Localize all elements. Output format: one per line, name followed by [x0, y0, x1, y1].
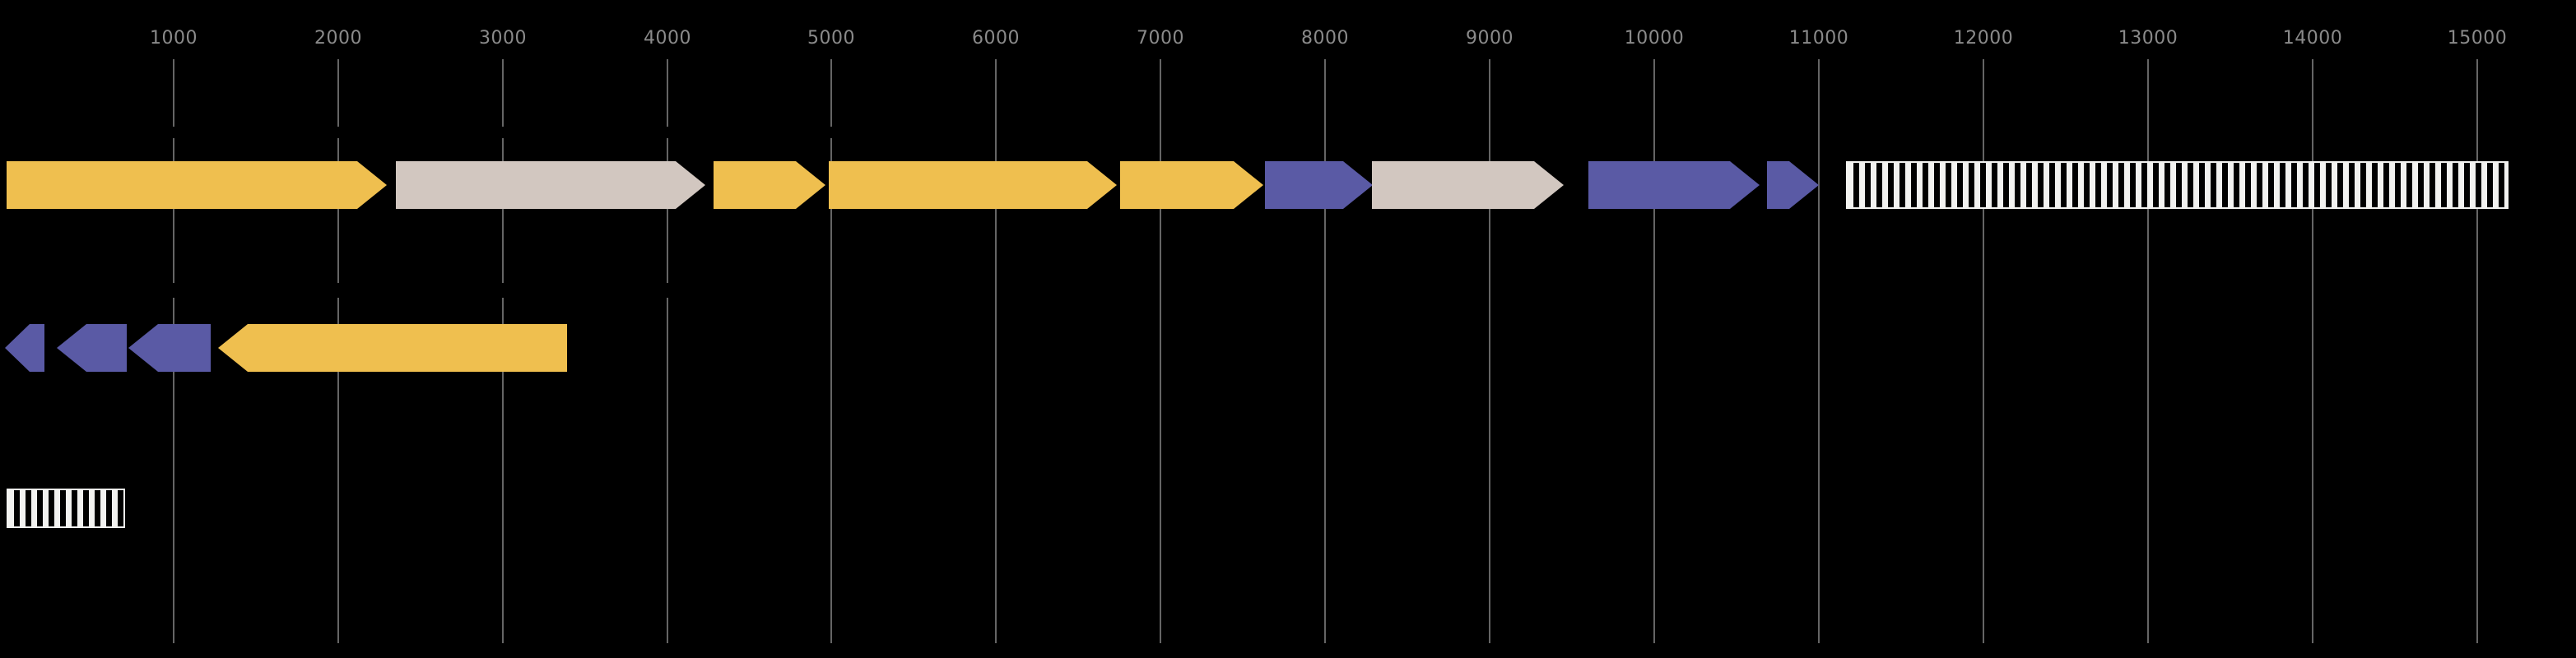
ruler-tick-label: 10000 [1624, 28, 1685, 49]
feature-hatched-region[interactable] [1846, 161, 2509, 209]
feature-arrow[interactable] [1120, 161, 1263, 209]
ruler-tick-label: 7000 [1137, 28, 1184, 49]
feature-arrow[interactable] [7, 161, 387, 209]
ruler-tick-label: 2000 [314, 28, 362, 49]
feature-arrow[interactable] [218, 324, 567, 372]
ruler-tick-label: 12000 [1953, 28, 2014, 49]
feature-arrow[interactable] [5, 324, 44, 372]
feature-arrow-shape [1372, 161, 1564, 209]
ruler-tick-label: 13000 [2118, 28, 2178, 49]
ruler-gridline [1160, 59, 1161, 643]
ruler-tick-label: 9000 [1466, 28, 1514, 49]
ruler-tick-label: 15000 [2447, 28, 2508, 49]
feature-arrow[interactable] [1372, 161, 1564, 209]
feature-arrow-shape [57, 324, 127, 372]
feature-arrow-shape [1767, 161, 1819, 209]
feature-track-2[interactable] [0, 324, 2576, 372]
ruler-gridline [1983, 59, 1984, 643]
ruler-tick-label: 14000 [2282, 28, 2343, 49]
ruler-gridline [2476, 59, 2478, 643]
feature-arrow[interactable] [714, 161, 825, 209]
feature-hatched-region[interactable] [7, 489, 125, 528]
ruler-gridline [830, 59, 832, 643]
feature-arrow-shape [1588, 161, 1760, 209]
ruler-tick-label: 3000 [479, 28, 527, 49]
ruler-gridline [667, 59, 668, 643]
feature-arrow[interactable] [1767, 161, 1819, 209]
feature-arrow-shape [1265, 161, 1373, 209]
feature-arrow[interactable] [1265, 161, 1373, 209]
feature-arrow[interactable] [396, 161, 705, 209]
ruler-tick-label: 4000 [644, 28, 691, 49]
ruler-tick-label: 11000 [1788, 28, 1849, 49]
feature-arrow-shape [218, 324, 567, 372]
ruler-gridline [2312, 59, 2313, 643]
ruler-gridline [1489, 59, 1490, 643]
sequence-coordinate-ruler: 1000 2000 3000 4000 5000 6000 7000 8000 9000 1000… [0, 0, 2576, 58]
ruler-gridline [1653, 59, 1655, 643]
ruler-tick-label: 6000 [972, 28, 1020, 49]
feature-track-3[interactable] [0, 489, 2576, 528]
feature-arrow-shape [1120, 161, 1263, 209]
ruler-tick-label: 1000 [150, 28, 198, 49]
feature-arrow-shape [396, 161, 705, 209]
feature-arrow-shape [829, 161, 1117, 209]
feature-arrow-shape [714, 161, 825, 209]
feature-arrow[interactable] [829, 161, 1117, 209]
feature-arrow[interactable] [57, 324, 127, 372]
feature-arrow-shape [5, 324, 44, 372]
ruler-tick-label: 8000 [1301, 28, 1349, 49]
feature-arrow[interactable] [1588, 161, 1760, 209]
ruler-gridline [995, 59, 997, 643]
feature-arrow-shape [128, 324, 211, 372]
feature-arrow-shape [7, 161, 387, 209]
ruler-gridline [2147, 59, 2149, 643]
feature-arrow[interactable] [128, 324, 211, 372]
ruler-gridline [1324, 59, 1326, 643]
ruler-tick-label: 5000 [807, 28, 855, 49]
ruler-gridline [1818, 59, 1820, 643]
feature-track-1[interactable] [0, 161, 2576, 209]
